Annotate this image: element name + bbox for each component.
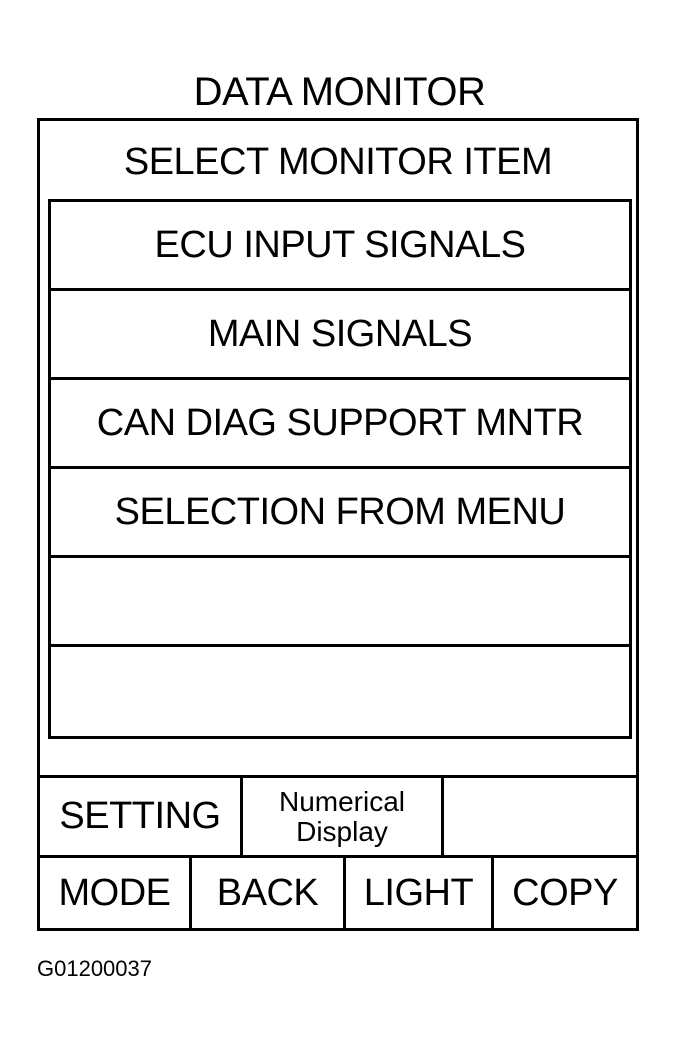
function-key-row: SETTING Numerical Display bbox=[40, 775, 636, 855]
numerical-display-label-line2: Display bbox=[296, 815, 388, 847]
menu-item-ecu-input-signals[interactable]: ECU INPUT SIGNALS bbox=[51, 202, 629, 291]
screen-subtitle: SELECT MONITOR ITEM bbox=[123, 141, 553, 183]
light-button[interactable]: LIGHT bbox=[346, 858, 494, 928]
menu-item-empty-1 bbox=[51, 558, 629, 647]
figure-id: G01200037 bbox=[37, 956, 152, 981]
monitor-item-list: ECU INPUT SIGNALS MAIN SIGNALS CAN DIAG … bbox=[48, 199, 632, 739]
hard-button-row: MODE BACK LIGHT COPY bbox=[40, 855, 636, 928]
consult-screen: SELECT MONITOR ITEM ECU INPUT SIGNALS MA… bbox=[37, 118, 639, 931]
menu-item-main-signals[interactable]: MAIN SIGNALS bbox=[51, 291, 629, 380]
screen-title: DATA MONITOR bbox=[193, 70, 486, 114]
numerical-display-label-line1: Numerical bbox=[278, 785, 406, 817]
setting-button[interactable]: SETTING bbox=[40, 778, 243, 855]
back-button[interactable]: BACK bbox=[192, 858, 346, 928]
mode-button[interactable]: MODE bbox=[40, 858, 192, 928]
copy-button[interactable]: COPY bbox=[512, 871, 618, 914]
blank-function-key bbox=[444, 778, 636, 855]
menu-item-can-diag-support-mntr[interactable]: CAN DIAG SUPPORT MNTR bbox=[51, 380, 629, 469]
menu-item-empty-2 bbox=[51, 647, 629, 736]
numerical-display-button[interactable]: Numerical Display bbox=[243, 778, 444, 855]
menu-item-selection-from-menu[interactable]: SELECTION FROM MENU bbox=[51, 469, 629, 558]
